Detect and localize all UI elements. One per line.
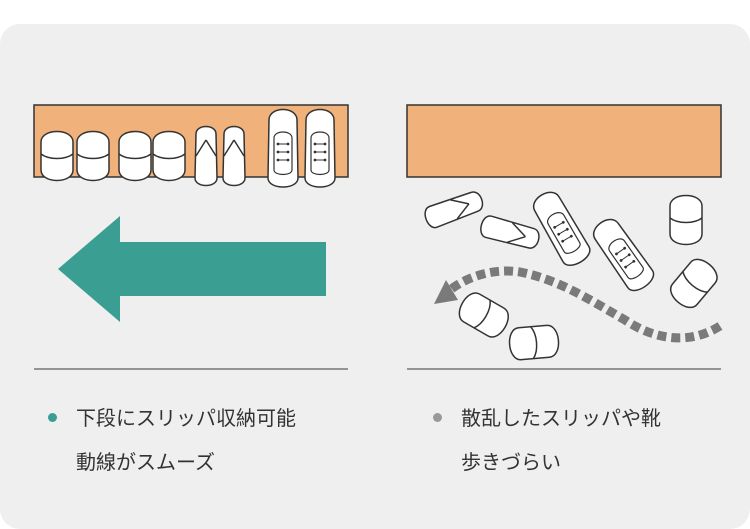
right-caption: 散乱したスリッパや靴 歩きづらい (433, 400, 733, 480)
left-caption-line1: 下段にスリッパ収納可能 (76, 406, 296, 430)
left-arrow-icon (58, 216, 326, 322)
slipper-icon (40, 130, 74, 182)
slipper-icon (76, 130, 110, 182)
shoe-icon (267, 108, 299, 188)
dashed-curved-arrow-icon (434, 266, 723, 343)
sandal-icon (421, 188, 487, 231)
bullet-dot (433, 413, 442, 422)
slipper-icon (118, 130, 152, 182)
shoe-icon (304, 108, 336, 188)
shoe-icon (528, 186, 595, 271)
slipper-icon (665, 253, 723, 314)
sandal-icon (477, 213, 543, 252)
right-caption-line1: 散乱したスリッパや靴 (461, 406, 661, 430)
left-caption-line2: 動線がスムーズ (76, 450, 215, 474)
slipper-icon (507, 323, 561, 362)
slipper-icon (152, 130, 186, 182)
slipper-icon (453, 288, 514, 342)
shoe-icon (587, 213, 659, 296)
sandal-icon (222, 125, 246, 187)
left-caption: 下段にスリッパ収納可能 動線がスムーズ (48, 400, 358, 480)
slipper-icon (669, 194, 703, 246)
bullet-dot (48, 413, 57, 422)
right-shelf (406, 104, 722, 178)
right-caption-line2: 歩きづらい (461, 450, 561, 474)
sandal-icon (194, 125, 218, 187)
